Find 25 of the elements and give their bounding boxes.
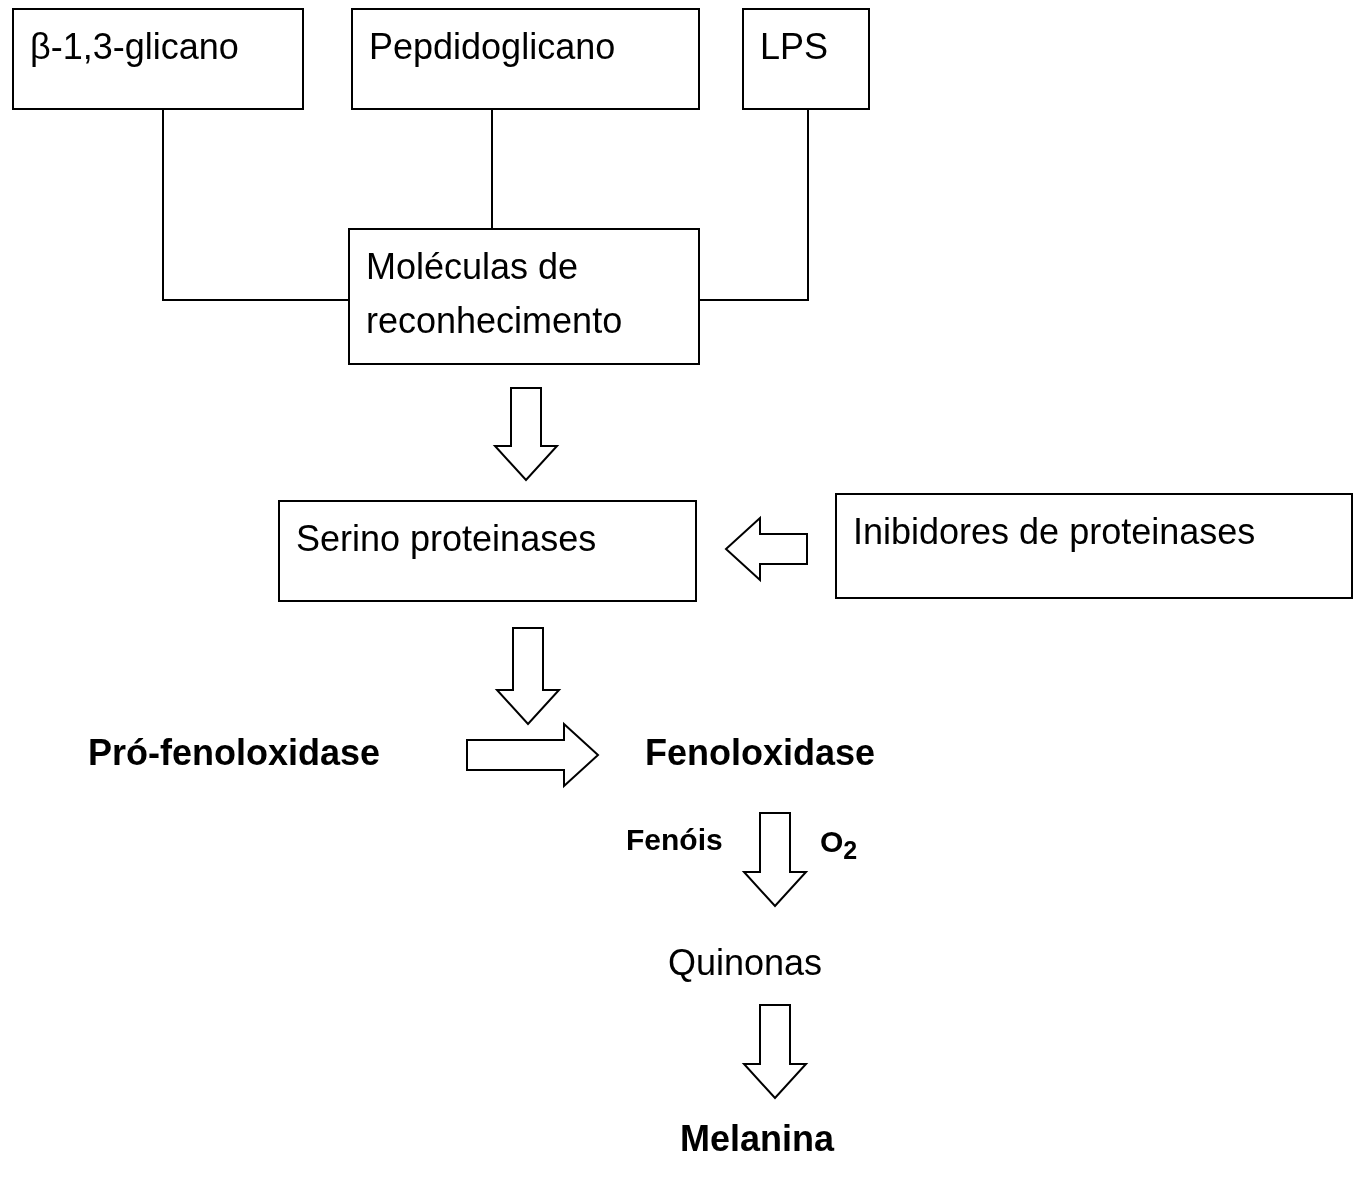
connector-line <box>162 109 349 301</box>
process-box <box>278 500 697 602</box>
block-arrow <box>466 721 600 789</box>
block-arrow <box>741 1004 809 1100</box>
process-box <box>835 493 1353 599</box>
block-arrow <box>494 627 562 726</box>
box-text: β-1,3-glicano <box>30 25 240 69</box>
connector-line <box>699 109 809 301</box>
box-text: Serino proteinases <box>296 517 598 561</box>
box-text: Moléculas de reconhecimento <box>366 245 624 343</box>
box-text: Inibidores de proteinases <box>853 510 1257 554</box>
node-label: Melanina <box>680 1112 872 1166</box>
box-text: Pepdidoglicano <box>369 25 617 69</box>
block-arrow <box>724 515 808 583</box>
process-box <box>12 8 304 110</box>
node-label: Pró-fenoloxidase <box>88 726 440 780</box>
block-arrow <box>492 387 560 482</box>
block-arrow <box>741 812 809 908</box>
box-text: LPS <box>760 25 830 69</box>
node-label: Fenoloxidase <box>645 726 925 780</box>
process-box <box>742 8 870 110</box>
process-box <box>348 228 700 365</box>
connector-line <box>491 109 493 229</box>
node-label: Quinonas <box>668 936 848 990</box>
process-box <box>351 8 700 110</box>
